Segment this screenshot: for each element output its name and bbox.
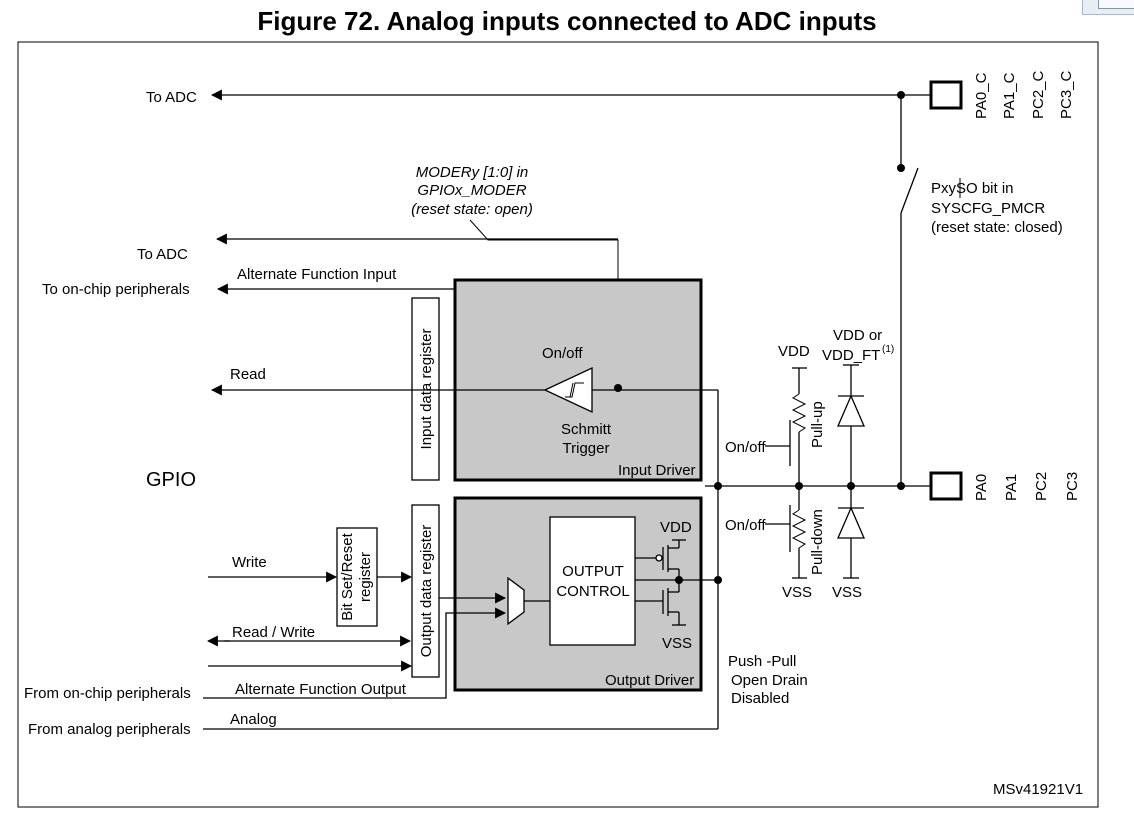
output-data-register [411,504,440,678]
disabled-label: Disabled [731,690,789,707]
output-control-line1: OUTPUT [562,563,624,580]
output-control-line2: CONTROL [556,583,629,600]
moder-line3: (reset state: open) [411,201,533,218]
bsr-line2-label: register [357,552,374,602]
schmitt-line1: Schmitt [561,421,612,438]
figure-frame [17,41,1099,808]
vdd-ft-footnote: (1) [882,344,894,355]
window-corner-tab-inner [1098,0,1134,9]
output-mux [507,576,525,626]
to-adc-top-label: To ADC [146,89,197,106]
pin-pa0-c-label: PA0_C [973,72,990,119]
vss-pulldown-label: VSS [782,584,812,601]
from-analog-label: From analog peripherals [28,721,191,738]
pin-pc3-c-label: PC3_C [1058,70,1075,119]
output-data-register-label: Output data register [418,525,435,658]
vdd-out-label: VDD [660,519,692,536]
bsr-line1-label: Bit Set/Reset [339,532,356,620]
pull-up-label: Pull-up [809,401,826,448]
input-data-register [411,297,440,481]
schmitt-on-off-label: On/off [542,345,583,362]
moder-line1: MODERy [1:0] in [416,164,529,181]
vss-out-label: VSS [662,635,692,652]
pullup-on-off-label: On/off [725,439,766,456]
bottom-pin-labels: PA0 PA1 PC2 PC3 [973,472,1081,501]
write-label: Write [232,554,267,571]
analog-label: Analog [230,711,277,728]
output-driver-label: Output Driver [605,672,694,689]
read-label: Read [230,366,266,383]
to-adc-mid-label: To ADC [137,246,188,263]
to-adc-top-path [210,89,930,486]
pmcr-line1: PxySO bit in [931,180,1014,197]
pull-down-resistor [765,486,807,579]
from-onchip-label: From on-chip peripherals [24,685,191,702]
pin-pa0-label: PA0 [973,474,990,501]
vdd-pullup-label: VDD [778,343,810,360]
open-drain-label: Open Drain [731,672,808,689]
pull-down-label: Pull-down [809,509,826,575]
alt-func-input-label: Alternate Function Input [237,266,397,283]
pin-pa1-c-label: PA1_C [1001,72,1018,119]
push-pull-label: Push -Pull [728,653,796,670]
vdd-or-label: VDD or [833,327,882,344]
to-onchip-label: To on-chip peripherals [42,281,190,298]
moder-line2: GPIOx_MODER [417,182,526,199]
input-driver-label: Input Driver [618,462,696,479]
gpio-label: GPIO [146,469,196,491]
pull-up-resistor [765,367,807,486]
alt-func-output-label: Alternate Function Output [235,681,407,698]
pmcr-line2: SYSCFG_PMCR [931,200,1045,217]
pmcr-line3: (reset state: closed) [931,219,1063,236]
figure-id: MSv41921V1 [993,781,1083,798]
pad-top [929,80,963,110]
top-pin-labels: PA0_C PA1_C PC2_C PC3_C [973,70,1075,119]
figure-title: Figure 72. Analog inputs connected to AD… [257,6,877,36]
pulldown-on-off-label: On/off [725,517,766,534]
pin-pc2-c-label: PC2_C [1030,70,1047,119]
protection-diodes [837,364,865,579]
input-data-register-label: Input data register [418,329,435,450]
pin-pa1-label: PA1 [1003,474,1020,501]
vss-diode-label: VSS [832,584,862,601]
vdd-ft-label: VDD_FT [822,347,880,364]
read-write-label: Read / Write [232,624,315,641]
output-control-block [549,516,636,646]
pad-bottom [929,471,963,501]
schmitt-line2: Trigger [563,440,610,457]
pin-pc2-label: PC2 [1033,472,1050,501]
pin-pc3-label: PC3 [1064,472,1081,501]
